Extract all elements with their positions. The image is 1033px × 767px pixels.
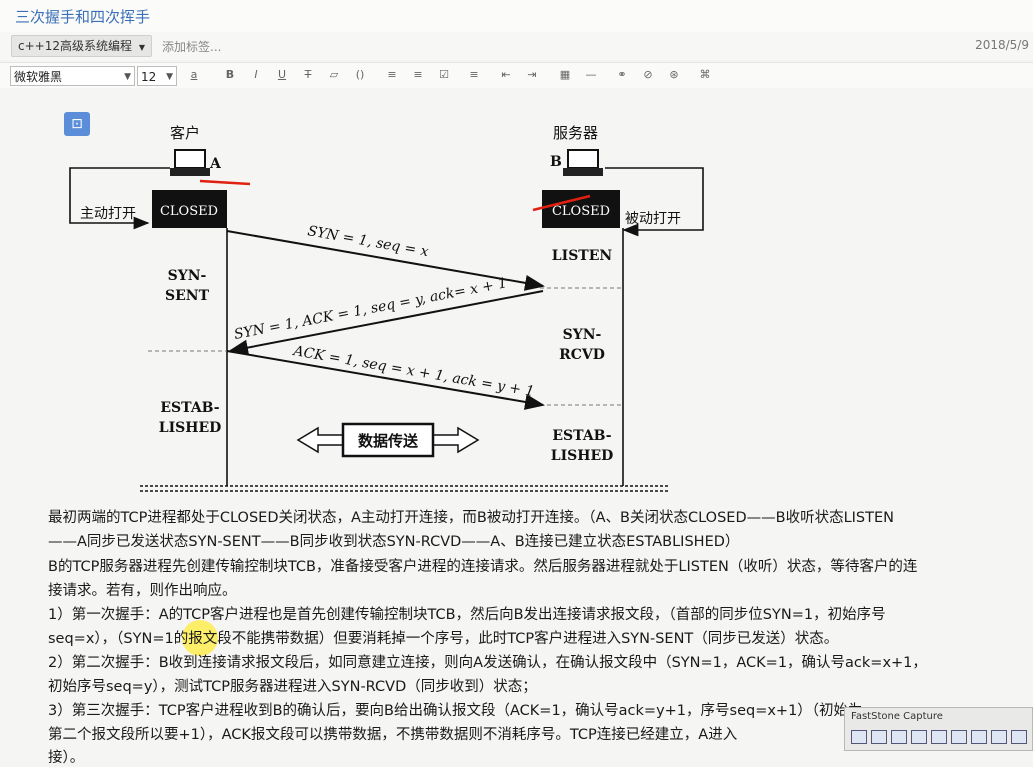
- encrypt-button[interactable]: ⊛: [669, 68, 679, 81]
- horizontal-rule-button[interactable]: —: [585, 68, 597, 81]
- active-open-label: 主动打开: [80, 205, 136, 222]
- capture-rectangle-icon[interactable]: [891, 730, 907, 744]
- outdent-button[interactable]: ⇤: [501, 68, 511, 81]
- paragraph-line: ——A同步已发送状态SYN-SENT——B同步收到状态SYN-RCVD——A、B…: [48, 534, 740, 550]
- server-closed-label: CLOSED: [552, 204, 610, 219]
- paragraph-line: 接请求。若有，则作出响应。: [48, 583, 237, 599]
- client-computer-icon: [170, 149, 210, 176]
- add-tag-input[interactable]: 添加标签...: [162, 40, 222, 54]
- chevron-down-icon: ▼: [124, 72, 131, 82]
- syn-sent-label: SYN-: [168, 268, 207, 284]
- bullet-list-button[interactable]: ≡: [387, 68, 397, 81]
- cursor-highlight: [182, 620, 218, 656]
- note-title[interactable]: 三次握手和四次挥手: [15, 8, 151, 26]
- red-annotation-mark: [199, 179, 251, 186]
- passive-open-label: 被动打开: [625, 210, 681, 227]
- font-size-value: 12: [141, 70, 157, 84]
- syn-rcvd-label: SYN-: [563, 327, 602, 343]
- ack-message-label: ACK = 1, seq = x + 1, ack = y + 1: [290, 343, 535, 400]
- numbered-list-button[interactable]: ≡: [413, 68, 423, 81]
- note-title-bar: 三次握手和四次挥手: [0, 0, 1033, 32]
- faststone-capture-toolbar[interactable]: FastStone Capture: [844, 707, 1033, 751]
- syn-ack-arrow: [228, 290, 544, 356]
- host-a-label: A: [209, 156, 222, 172]
- server-closed-box: [542, 190, 620, 228]
- server-established-label: ESTAB-: [552, 428, 611, 444]
- underline-button[interactable]: U: [277, 68, 287, 81]
- settings-icon[interactable]: [1011, 730, 1027, 744]
- client-closed-label: CLOSED: [160, 204, 218, 219]
- paragraph-line: B的TCP服务器进程先创建传输控制块TCB，准备接受客户进程的连接请求。然后服务…: [48, 559, 918, 575]
- code-button[interactable]: (): [355, 68, 365, 81]
- font-family-select[interactable]: 微软雅黑 ▼: [10, 66, 135, 86]
- ack-arrow: [226, 350, 545, 410]
- font-color-button[interactable]: a: [190, 68, 198, 81]
- note-date: 2018/5/9: [975, 38, 1029, 52]
- capture-fullscreen-icon[interactable]: [931, 730, 947, 744]
- paragraph-line: 3）第三次握手：TCP客户进程收到B的确认后，要向B给出确认报文段（ACK=1，…: [48, 703, 924, 719]
- paragraph-line: 最初两端的TCP进程都处于CLOSED关闭状态，A主动打开连接，而B被动打开连接…: [48, 510, 894, 526]
- capture-object-icon[interactable]: [871, 730, 887, 744]
- capture-fixed-region-icon[interactable]: [971, 730, 987, 744]
- align-button[interactable]: ≡: [469, 68, 479, 81]
- passive-open-arrow: [605, 167, 704, 237]
- data-transfer-label: 数据传送: [358, 432, 419, 450]
- paragraph-line: 接）。: [48, 750, 85, 766]
- bold-button[interactable]: B: [225, 68, 235, 81]
- italic-button[interactable]: I: [254, 68, 258, 81]
- capture-scrolling-icon[interactable]: [951, 730, 967, 744]
- more-options-button[interactable]: ⌘: [699, 68, 711, 81]
- syn-rcvd-label-2: RCVD: [559, 347, 605, 363]
- indent-button[interactable]: ⇥: [527, 68, 537, 81]
- client-established-label: ESTAB-: [160, 400, 219, 416]
- notebook-label: c++12高级系统编程: [18, 39, 132, 53]
- server-computer-icon: [563, 149, 603, 176]
- paragraph-line: seq=x），（SYN=1的报文段不能携带数据）但要消耗掉一个序号，此时TCP客…: [48, 631, 839, 647]
- syn-arrow: [226, 230, 545, 291]
- listen-label: LISTEN: [552, 248, 613, 264]
- chevron-down-icon: ▼: [166, 72, 173, 82]
- tcp-handshake-diagram: 客户 A 服务器 B CLOSED CLOSED 主动打开 被动打开 SYN- …: [69, 124, 704, 492]
- chevron-down-icon: ▼: [138, 43, 145, 52]
- syn-ack-message-label: SYN = 1, ACK = 1, seq = y, ack= x + 1: [233, 275, 509, 343]
- image-icon[interactable]: ⊡: [64, 112, 90, 136]
- font-size-select[interactable]: 12 ▼: [137, 66, 177, 86]
- host-b-label: B: [550, 154, 562, 170]
- screen-recorder-icon[interactable]: [991, 730, 1007, 744]
- active-open-arrow: [69, 167, 170, 230]
- strikethrough-button[interactable]: T: [304, 68, 312, 81]
- data-transfer-arrow: [296, 422, 480, 458]
- paragraph-line: 1）第一次握手：A的TCP客户进程也是首先创建传输控制块TCB，然后向B发出连接…: [48, 607, 886, 623]
- highlight-button[interactable]: ▱: [329, 68, 339, 81]
- tag-row: [0, 32, 1033, 60]
- server-established-label-2: LISHED: [551, 448, 614, 464]
- unlink-button[interactable]: ⊘: [643, 68, 653, 81]
- syn-sent-label-2: SENT: [165, 288, 210, 304]
- paragraph-line: 初始序号seq=y），测试TCP服务器进程进入SYN-RCVD（同步收到）状态；: [48, 679, 537, 695]
- table-button[interactable]: ▦: [559, 68, 571, 81]
- red-annotation-mark: [532, 194, 591, 212]
- link-button[interactable]: ⚭: [617, 68, 627, 81]
- server-label: 服务器: [553, 124, 598, 142]
- paragraph-line: 第二个报文段所以要+1），ACK报文段可以携带数据，不携带数据则不消耗序号。TC…: [48, 727, 738, 743]
- capture-freehand-icon[interactable]: [911, 730, 927, 744]
- capture-window-icon[interactable]: [851, 730, 867, 744]
- client-closed-box: [152, 190, 227, 228]
- client-established-label-2: LISHED: [159, 420, 222, 436]
- paragraph-line: 2）第二次握手：B收到连接请求报文段后，如同意建立连接，则向A发送确认，在确认报…: [48, 655, 927, 671]
- font-family-value: 微软雅黑: [14, 70, 63, 84]
- checkbox-button[interactable]: ☑: [439, 68, 449, 81]
- faststone-title: FastStone Capture: [851, 711, 943, 722]
- client-label: 客户: [170, 124, 200, 142]
- notebook-selector[interactable]: c++12高级系统编程 ▼: [11, 35, 152, 57]
